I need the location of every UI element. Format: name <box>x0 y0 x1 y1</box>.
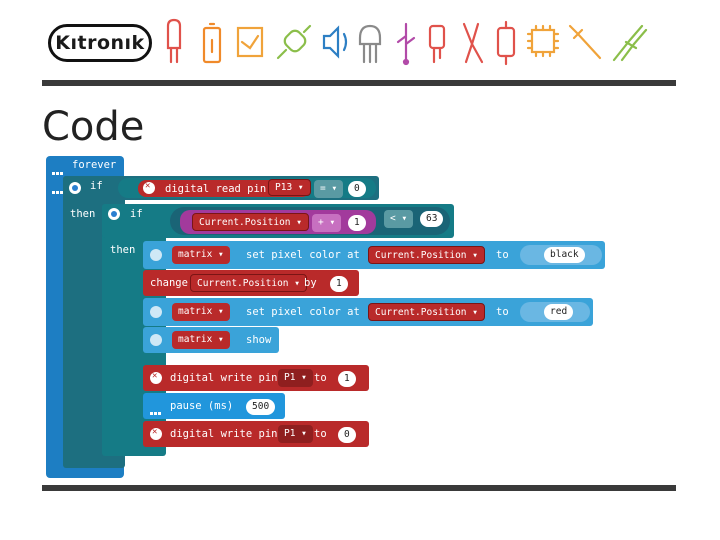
var-current-position[interactable]: Current.Position ▾ <box>368 246 485 264</box>
led-matrix-icon <box>150 249 162 261</box>
digital-write-label: digital write pin <box>170 372 278 384</box>
chip-icon <box>526 24 560 58</box>
battery-icon <box>202 22 222 64</box>
transistor-icon <box>358 24 382 64</box>
write-value-input-1[interactable]: 1 <box>338 371 356 387</box>
pause-value-input[interactable]: 500 <box>246 399 276 415</box>
component-icons-strip <box>166 18 648 66</box>
change-value-input[interactable]: 1 <box>330 276 348 292</box>
soldering-iron-icon <box>568 24 602 60</box>
color-dropdown-black[interactable]: black <box>544 247 585 263</box>
gear-icon[interactable] <box>108 208 120 220</box>
digital-read-label: digital read pin <box>165 183 267 195</box>
write-pin-dropdown-1[interactable]: P1 ▾ <box>278 369 313 387</box>
pins-icon <box>150 371 162 384</box>
set-pixel-label: set pixel color at <box>246 306 360 318</box>
eq-operator-dropdown[interactable]: = ▾ <box>314 180 344 198</box>
var-current-position[interactable]: Current.Position ▾ <box>192 213 309 231</box>
pliers-icon <box>612 24 648 62</box>
to-label: to <box>314 428 327 440</box>
plus-value-input[interactable]: 1 <box>348 215 366 231</box>
fuse-icon <box>496 20 516 66</box>
digital-write-label: digital write pin <box>170 428 278 440</box>
digital-read-block[interactable] <box>138 180 310 197</box>
write-pin-dropdown-2[interactable]: P1 ▾ <box>278 425 313 443</box>
then-label: then <box>70 208 96 220</box>
lt-value-input[interactable]: 63 <box>420 211 444 227</box>
matrix-dropdown[interactable]: matrix ▾ <box>172 331 230 349</box>
footer-rule-right <box>372 485 676 491</box>
var-current-position[interactable]: Current.Position ▾ <box>368 303 485 321</box>
pins-icon <box>150 427 162 440</box>
color-dropdown-red[interactable]: red <box>544 304 574 320</box>
write-value-input-2[interactable]: 0 <box>338 427 356 443</box>
pins-icon <box>143 181 155 194</box>
plus-operator-dropdown[interactable]: + ▾ <box>312 214 342 232</box>
set-pixel-label: set pixel color at <box>246 249 360 261</box>
loops-icon <box>52 161 64 194</box>
to-label: to <box>314 372 327 384</box>
board-icon <box>236 26 264 58</box>
pause-label: pause (ms) <box>170 400 234 412</box>
to-label: to <box>496 249 509 261</box>
eq-value-input[interactable]: 0 <box>348 181 366 197</box>
slide-title: Code <box>42 104 145 150</box>
digital-write-block-1[interactable] <box>143 365 369 391</box>
speaker-icon <box>322 25 348 59</box>
header-rule-right <box>560 80 676 86</box>
capacitor-icon <box>428 24 446 64</box>
led-matrix-icon <box>150 306 162 318</box>
footer-rule <box>42 485 372 491</box>
pin-dropdown[interactable]: P13 ▾ <box>268 179 311 196</box>
forever-label: forever <box>72 159 117 171</box>
resistor-icon <box>276 24 312 60</box>
basic-icon <box>150 401 162 434</box>
usb-icon <box>396 22 416 66</box>
digital-write-block-2[interactable] <box>143 421 369 447</box>
header-rule <box>42 80 567 86</box>
matrix-dropdown[interactable]: matrix ▾ <box>172 246 230 264</box>
gear-icon[interactable] <box>69 182 81 194</box>
lt-operator-dropdown[interactable]: < ▾ <box>384 210 414 228</box>
var-current-position[interactable]: Current.Position ▾ <box>190 274 307 292</box>
led-icon <box>166 18 182 64</box>
to-label: to <box>496 306 509 318</box>
matrix-dropdown[interactable]: matrix ▾ <box>172 303 230 321</box>
inner-if-label: if <box>130 208 143 220</box>
led-matrix-icon <box>150 334 162 346</box>
by-label: by <box>304 277 317 289</box>
change-label: change <box>150 277 188 289</box>
wire-stripper-icon <box>462 22 484 64</box>
if-label: if <box>90 180 103 192</box>
show-label: show <box>246 334 272 346</box>
kitronik-logo: Kıtronık <box>48 24 152 62</box>
inner-then-label: then <box>110 244 136 256</box>
